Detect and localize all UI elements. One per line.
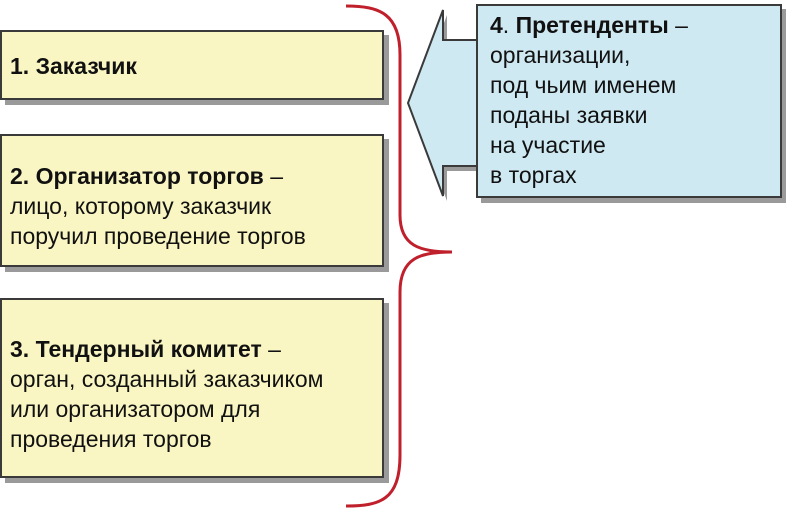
box-organizer-title-line: 2. Организатор торгов – [10, 161, 374, 191]
box-pretenders-number: 4 [490, 12, 503, 38]
box-pretenders-line: организации, [490, 42, 631, 68]
box-pretenders-line: поданы заявки [490, 102, 648, 128]
box-organizer: 2. Организатор торгов – лицо, которому з… [0, 134, 384, 267]
box-customer-title-line: 1. Заказчик [10, 51, 374, 81]
box-customer-title: 1. Заказчик [10, 53, 137, 79]
box-committee-title: 3. Тендерный комитет [10, 336, 262, 362]
box-committee-line: орган, созданный заказчиком [10, 366, 324, 392]
box-pretenders-title-line: 4. Претенденты – [490, 10, 768, 40]
box-committee-line: или организатором для [10, 396, 261, 422]
box-organizer-line: поручил проведение торгов [10, 223, 306, 249]
box-pretenders-title: Претенденты [509, 12, 669, 38]
box-committee-line: проведения торгов [10, 426, 212, 452]
box-pretenders-line: под чьим именем [490, 72, 677, 98]
box-customer: 1. Заказчик [0, 30, 384, 100]
box-committee-dash: – [261, 336, 281, 362]
box-committee: 3. Тендерный комитет – орган, созданный … [0, 298, 384, 478]
box-committee-title-line: 3. Тендерный комитет – [10, 334, 374, 364]
box-pretenders-line: на участие [490, 132, 606, 158]
box-pretenders-line: в торгах [490, 162, 577, 188]
curly-brace [345, 4, 453, 508]
left-arrow [406, 9, 479, 197]
box-organizer-title: 2. Организатор торгов [10, 163, 264, 189]
box-organizer-line: лицо, которому заказчик [10, 193, 272, 219]
box-organizer-dash: – [263, 163, 283, 189]
box-pretenders-dot: . [502, 12, 510, 38]
box-pretenders: 4. Претенденты – организации, под чьим и… [476, 4, 782, 198]
box-pretenders-dash: – [668, 12, 688, 38]
